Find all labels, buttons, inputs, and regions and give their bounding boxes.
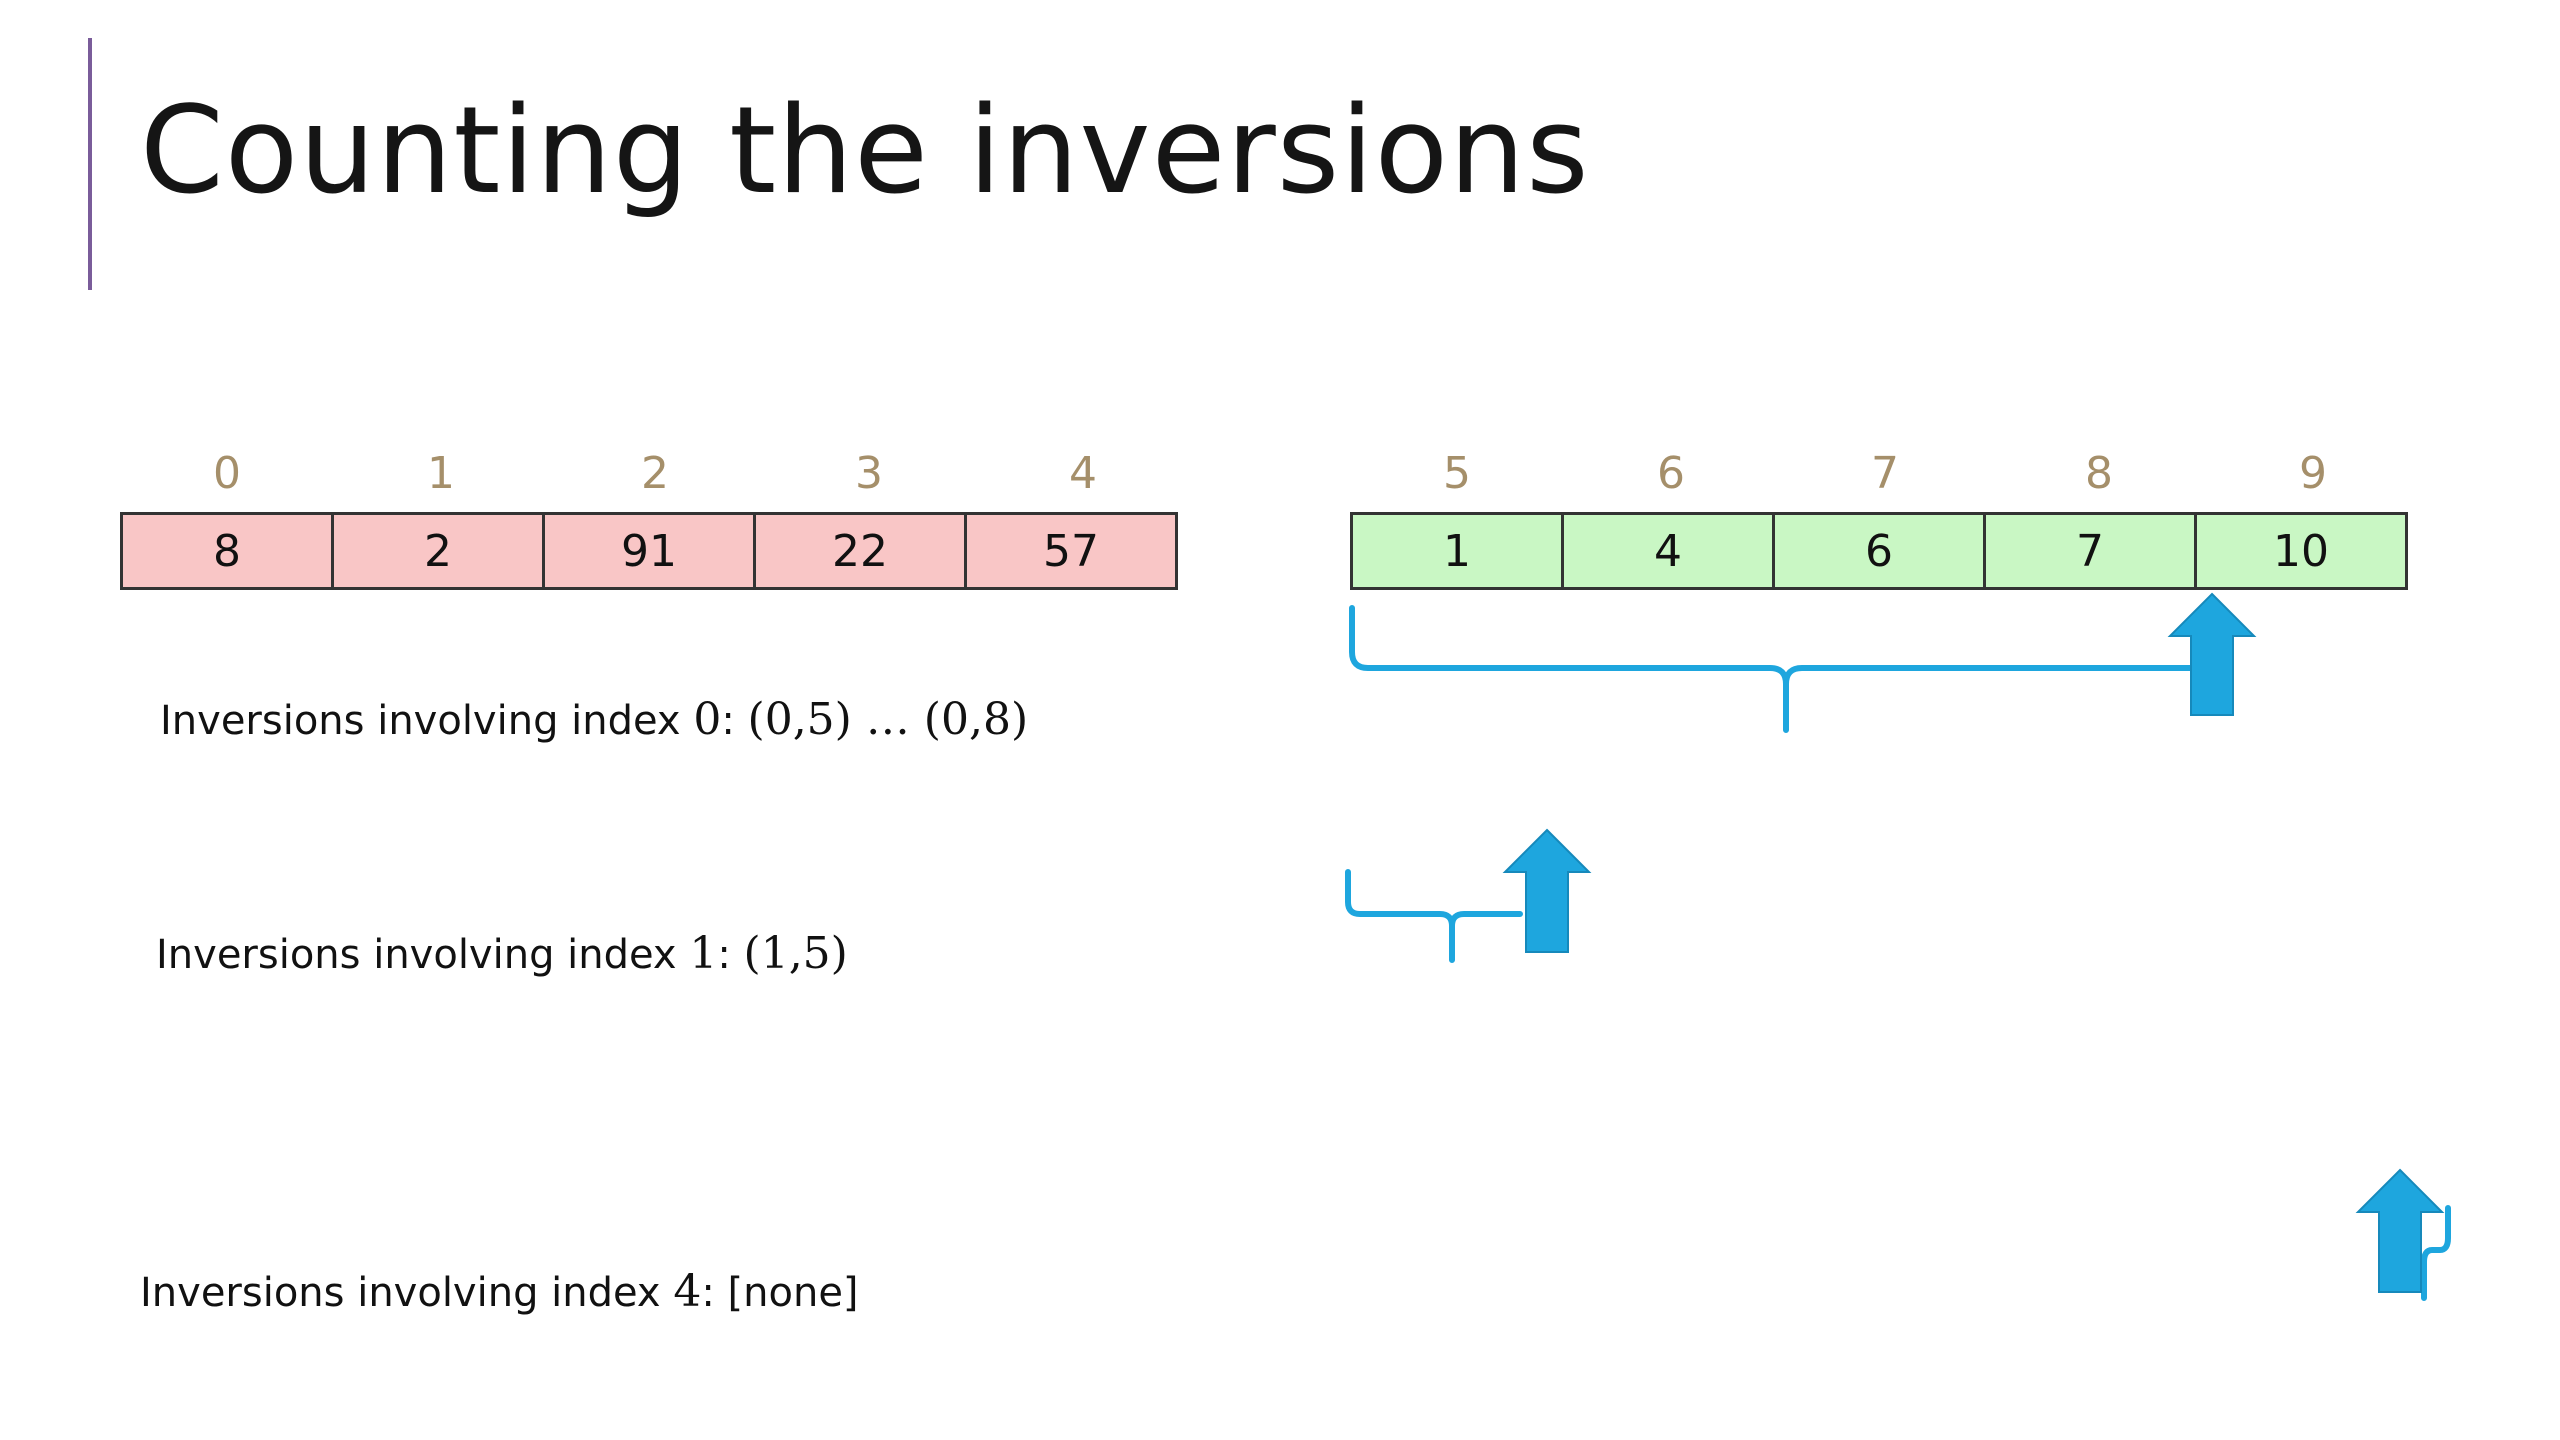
inversion-prefix: Inversions involving index <box>156 932 690 978</box>
index-label: 0 <box>213 448 241 499</box>
inversions-index-1: Inversions involving index 1: (1,5) <box>156 928 848 979</box>
inversion-index: 0 <box>693 694 722 745</box>
array-cell: 91 <box>542 512 756 590</box>
array-cell: 57 <box>964 512 1178 590</box>
index-label: 3 <box>855 448 883 499</box>
index-label: 9 <box>2299 448 2327 499</box>
inversions-index-4: Inversions involving index 4: [none] <box>140 1266 859 1317</box>
left-array: 8 2 91 22 57 <box>120 512 1178 590</box>
right-index-row: 5 6 7 8 9 <box>1350 448 2420 508</box>
array-cell: 2 <box>331 512 545 590</box>
index-label: 5 <box>1443 448 1471 499</box>
array-cell: 1 <box>1350 512 1564 590</box>
up-arrow-icon <box>2167 592 2257 716</box>
inversion-pairs: (0,5) … (0,8) <box>747 694 1029 745</box>
inversion-index: 1 <box>689 928 718 979</box>
up-arrow-icon <box>1502 828 1592 953</box>
array-cell: 22 <box>753 512 967 590</box>
left-index-row: 0 1 2 3 4 <box>120 448 1190 508</box>
inversion-prefix: Inversions involving index <box>140 1270 674 1316</box>
index-label: 8 <box>2085 448 2113 499</box>
inversion-sep: : <box>721 698 748 744</box>
inversion-sep: : <box>701 1270 728 1316</box>
inversion-prefix: Inversions involving index <box>160 698 694 744</box>
inversion-pairs: (1,5) <box>743 928 848 979</box>
array-cell: 6 <box>1772 512 1986 590</box>
index-label: 7 <box>1871 448 1899 499</box>
index-label: 6 <box>1657 448 1685 499</box>
inversions-index-0: Inversions involving index 0: (0,5) … (0… <box>160 694 1028 745</box>
brace-icon <box>1345 869 1523 963</box>
index-label: 2 <box>641 448 669 499</box>
array-cell: 4 <box>1561 512 1775 590</box>
inversion-pairs: [none] <box>727 1270 859 1316</box>
up-arrow-icon <box>2355 1168 2445 1293</box>
brace-icon <box>1349 605 2211 733</box>
index-label: 4 <box>1069 448 1097 499</box>
inversion-index: 4 <box>673 1266 702 1317</box>
array-cell: 10 <box>2194 512 2408 590</box>
right-array: 1 4 6 7 10 <box>1350 512 2408 590</box>
brace-icon <box>2421 1205 2451 1301</box>
inversion-sep: : <box>717 932 744 978</box>
index-label: 1 <box>427 448 455 499</box>
title-accent-bar <box>88 38 92 290</box>
page-title: Counting the inversions <box>140 82 1590 221</box>
